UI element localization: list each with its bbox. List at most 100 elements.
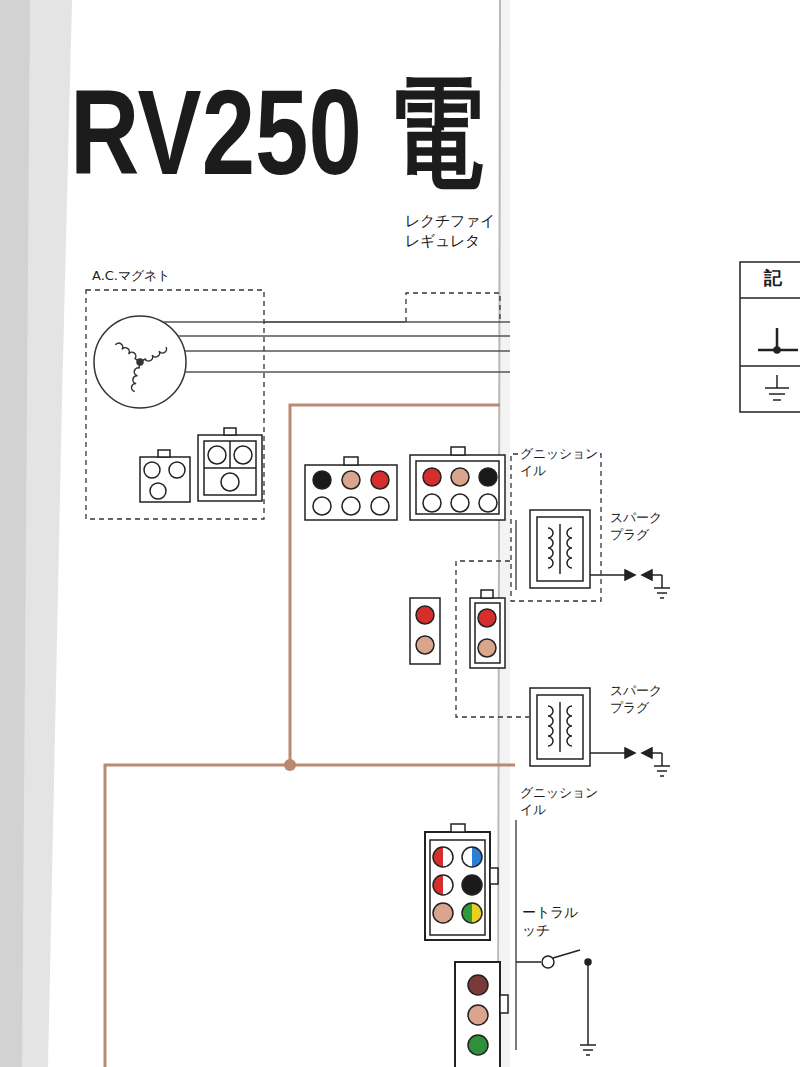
drawing-line: [776, 375, 778, 388]
node-label: グニッション イル: [520, 446, 602, 480]
drawing-rect: [475, 603, 500, 663]
drawing-rect: [470, 598, 505, 668]
drawing-polygon: [642, 570, 652, 580]
brown-ground-wire: [105, 405, 515, 1067]
drawing-path: [105, 765, 290, 1067]
diagram-title: RV250 電: [70, 72, 484, 192]
drawing-circle: [284, 759, 296, 771]
magneto-box: A.C.マグネト: [85, 266, 265, 520]
drawing-circle: [478, 639, 496, 657]
drawing-circle: [451, 494, 469, 512]
drawing-path: [140, 347, 168, 365]
drawing-circle: [468, 1035, 488, 1055]
drawing-circle: [451, 468, 469, 486]
drawing-circle: [150, 483, 166, 499]
magneto-wires: [162, 322, 510, 372]
drawing-circle: [342, 471, 360, 489]
drawing-line: [204, 467, 256, 469]
drawing-circle: [208, 446, 226, 464]
drawing-rect: [430, 840, 485, 935]
drawing-line: [587, 962, 589, 1045]
drawing-line: [660, 775, 664, 777]
connector-2pin-b: [470, 590, 505, 668]
drawing-path: [462, 903, 472, 923]
drawing-path: [548, 528, 553, 568]
drawing-line: [661, 575, 663, 588]
drawing-circle: [169, 462, 185, 478]
drawing-circle: [423, 494, 441, 512]
dashed-outline-path: [406, 293, 500, 322]
drawing-g: [140, 347, 168, 365]
node-label: レクチファイ レギュレタ: [405, 212, 505, 251]
drawing-circle: [468, 1005, 488, 1025]
drawing-line: [773, 399, 781, 401]
drawing-rect: [410, 455, 505, 520]
drawing-line: [654, 587, 670, 589]
dashed-outline: [85, 266, 265, 520]
part-name: スパーク プラグ: [610, 510, 672, 544]
drawing-line: [586, 1054, 590, 1056]
drawing-circle: [221, 473, 239, 491]
drawing-path: [433, 875, 443, 895]
drawing-line: [559, 524, 561, 574]
drawing-circle: [144, 462, 160, 478]
drawing-line: [657, 592, 667, 594]
drawing-rect: [530, 688, 590, 766]
drawing-circle: [416, 606, 434, 624]
drawing-circle: [462, 903, 482, 923]
drawing-line: [229, 441, 231, 468]
part-name: スパーク プラグ: [610, 683, 672, 717]
drawing-line: [553, 950, 580, 958]
page-background: [0, 0, 510, 1067]
connector-magneto-a: [140, 450, 190, 502]
drawing-circle: [137, 359, 143, 365]
dashed-outline: [455, 560, 600, 718]
drawing-rect: [140, 457, 190, 502]
drawing-line: [590, 752, 625, 754]
drawing-circle: [416, 636, 434, 654]
drawing-rect: [425, 832, 490, 940]
drawing-g: [131, 361, 140, 391]
drawing-circle: [371, 497, 389, 515]
drawing-rect: [451, 447, 465, 455]
drawing-rect: [490, 868, 498, 884]
drawing-rect: [481, 590, 493, 598]
drawing-rect: [537, 517, 583, 581]
drawing-line: [740, 365, 800, 367]
drawing-rect: [305, 465, 397, 520]
drawing-rect: [530, 510, 590, 588]
drawing-rect: [204, 441, 256, 495]
drawing-line: [515, 820, 516, 1050]
drawing-line: [498, 0, 500, 1067]
drawing-rect: [740, 262, 800, 412]
drawing-path: [548, 706, 553, 746]
drawing-line: [580, 1044, 596, 1046]
drawing-circle: [433, 847, 453, 867]
drawing-rect: [344, 457, 358, 465]
drawing-line: [559, 702, 561, 752]
drawing-circle: [479, 468, 497, 486]
magneto-symbol: [94, 316, 186, 408]
drawing-line: [162, 321, 510, 322]
drawing-line: [652, 574, 662, 576]
table-header: 記: [764, 266, 794, 289]
drawing-path: [472, 847, 482, 867]
drawing-path: [567, 528, 572, 568]
drawing-line: [657, 770, 667, 772]
drawing-circle: [433, 875, 453, 895]
node-label: グニッション イル: [520, 785, 602, 819]
drawing-circle: [478, 609, 496, 627]
drawing-line: [516, 961, 541, 963]
drawing-rect: [455, 962, 500, 1067]
drawing-circle: [371, 471, 389, 489]
drawing-rect: [451, 824, 465, 832]
connector-3pin-a: [305, 457, 397, 520]
part-name: ートラル ッチ: [522, 903, 586, 939]
rectifier-regulator-box: レクチファイ レギュレタ: [405, 212, 509, 332]
drawing-polygon: [625, 570, 635, 580]
drawing-rect: [198, 435, 262, 501]
symbol-table: [740, 262, 800, 412]
node-label: A.C.マグネト: [92, 268, 260, 285]
drawing-line: [583, 1049, 593, 1051]
drawing-line: [590, 574, 625, 576]
